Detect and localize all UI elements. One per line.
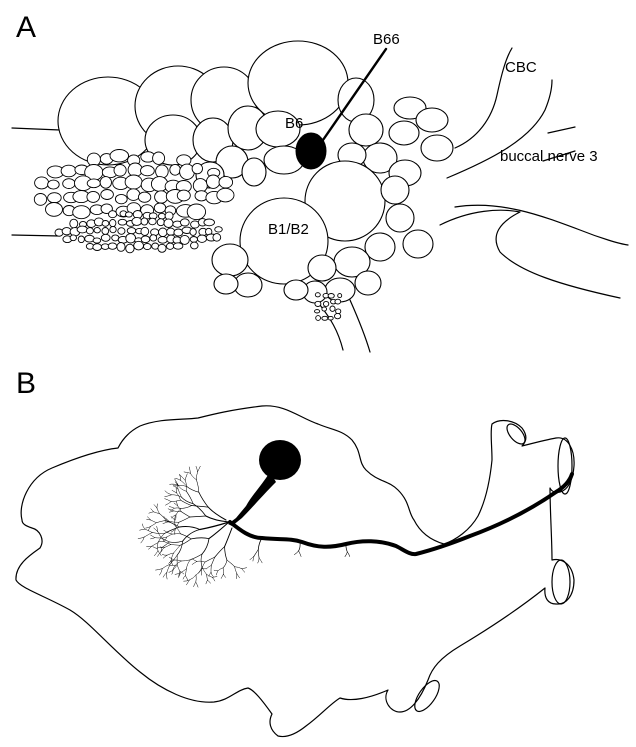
nerve-stump-lower-right (552, 560, 570, 604)
panel-b: B (16, 367, 574, 737)
neuron-b6 (296, 133, 326, 169)
label-buccal-nerve-3: buccal nerve 3 (500, 148, 598, 165)
neuron-b66 (228, 440, 572, 554)
b66-soma (259, 440, 301, 480)
label-b66: B66 (373, 31, 400, 48)
panel-b-letter: B (16, 367, 36, 400)
label-cbc: CBC (505, 59, 537, 76)
panel-a-letter: A (16, 11, 36, 44)
label-b6: B6 (285, 115, 303, 132)
b66-axon (230, 474, 572, 554)
b66-neck (228, 472, 276, 526)
panel-a: A (12, 11, 628, 352)
label-b1b2: B1/B2 (268, 221, 309, 238)
b66-dendritic-arbor (138, 466, 350, 587)
